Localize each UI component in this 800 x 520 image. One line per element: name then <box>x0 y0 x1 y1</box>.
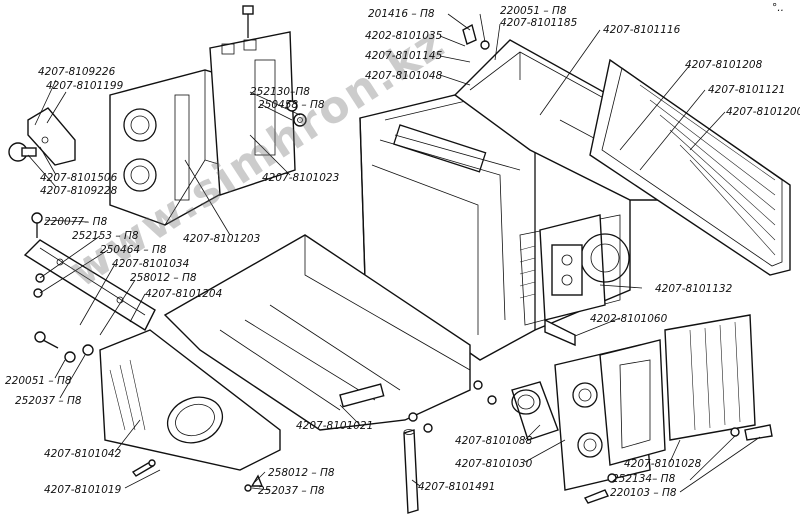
label-201416: 201416 – П8 <box>368 8 435 20</box>
label-4202-8101060: 4202-8101060 <box>590 313 668 325</box>
label-4207-8101185: 4207-8101185 <box>500 17 578 29</box>
label-4207-8101200: 4207-8101200 <box>726 106 800 118</box>
label-250458: 250458 – П8 <box>258 99 325 111</box>
label-252153: 252153 – П8 <box>72 230 139 242</box>
label-220077: 220077– П8 <box>44 216 108 228</box>
label-220051-top: 220051 – П8 <box>500 5 567 17</box>
lower-left-duct <box>99 329 281 471</box>
label-4202-8101035: 4202-8101035 <box>365 30 443 42</box>
air-intake-frame <box>589 58 791 276</box>
label-4207-8101116: 4207-8101116 <box>603 24 681 36</box>
end-plate <box>664 314 756 441</box>
label-252130: 252130–П8 <box>250 86 310 98</box>
knob-bracket <box>8 107 76 166</box>
corner-mark: °.. <box>772 2 784 14</box>
label-4207-8101021: 4207-8101021 <box>296 420 374 432</box>
label-252134: 252134– П8 <box>612 473 676 485</box>
round-fitting <box>511 381 559 441</box>
label-4207-8101203: 4207-8101203 <box>183 233 261 245</box>
label-252037-left: 252037 – П8 <box>15 395 82 407</box>
label-4207-8109228: 4207-8109228 <box>40 185 118 197</box>
fan-motor-assembly <box>539 214 630 347</box>
label-4207-8101023: 4207-8101023 <box>262 172 340 184</box>
label-220051-left: 220051 – П8 <box>5 375 72 387</box>
label-4207-8101028: 4207-8101028 <box>624 458 702 470</box>
label-252037-bottom: 252037 – П8 <box>258 485 325 497</box>
leader-lines <box>27 13 761 493</box>
bottom-trough <box>163 234 471 431</box>
label-4207-8101034: 4207-8101034 <box>112 258 190 270</box>
label-220103: 220103 – П8 <box>610 487 677 499</box>
label-4207-8101506: 4207-8101506 <box>40 172 118 184</box>
label-4207-8101042: 4207-8101042 <box>44 448 122 460</box>
left-long-plate <box>23 239 156 332</box>
label-4207-8101199: 4207-8101199 <box>46 80 124 92</box>
label-4207-8101491: 4207-8101491 <box>418 481 496 493</box>
damper-plate <box>554 339 666 491</box>
label-4207-8101204: 4207-8101204 <box>145 288 223 300</box>
label-250464: 250464 – П8 <box>100 244 167 256</box>
label-4207-8109226: 4207-8109226 <box>38 66 116 78</box>
fastener-hardware <box>31 23 773 504</box>
label-4207-8101208: 4207-8101208 <box>685 59 763 71</box>
vertical-rod <box>403 429 419 514</box>
top-cover-with-ports <box>109 5 296 226</box>
label-4207-8101121: 4207-8101121 <box>708 84 786 96</box>
label-4207-8101019: 4207-8101019 <box>44 484 122 496</box>
label-4207-8101030: 4207-8101030 <box>455 458 533 470</box>
label-4207-8101132: 4207-8101132 <box>655 283 733 295</box>
label-258012-bottom: 258012 – П8 <box>268 467 335 479</box>
label-4207-8101048: 4207-8101048 <box>365 70 443 82</box>
label-4207-8101145: 4207-8101145 <box>365 50 443 62</box>
label-4207-8101088: 4207-8101088 <box>455 435 533 447</box>
label-258012-left: 258012 – П8 <box>130 272 197 284</box>
